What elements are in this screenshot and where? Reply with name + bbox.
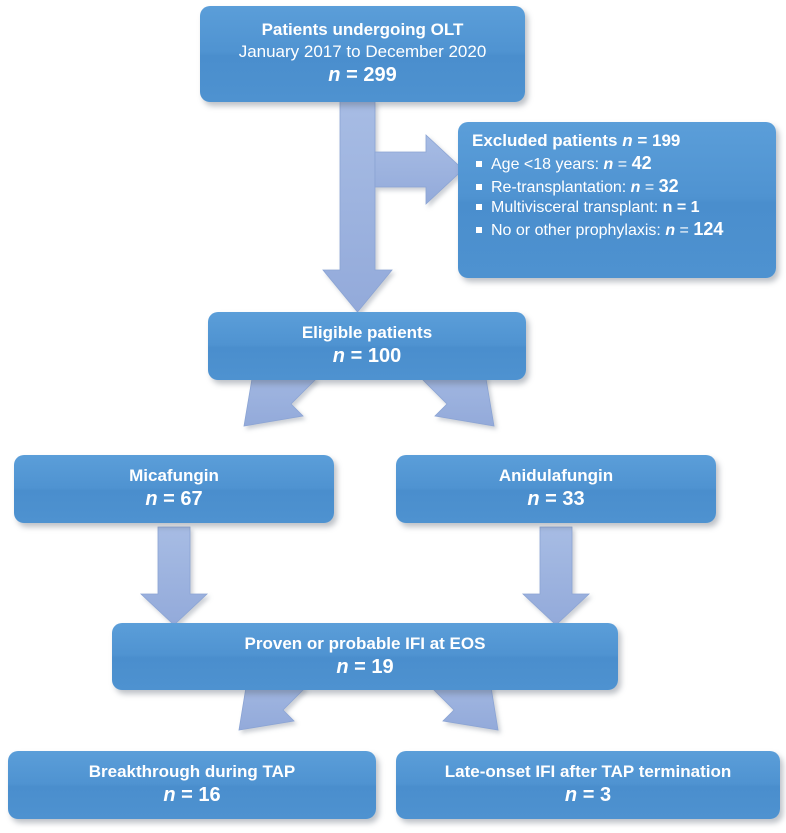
excluded-item-3-n: n <box>665 222 676 239</box>
list-item: Age <18 years: n = 42 <box>472 153 764 174</box>
node-breakthrough[interactable]: Breakthrough during TAP n = 16 <box>8 751 376 819</box>
excluded-item-3-equals: = <box>679 222 689 239</box>
list-item: No or other prophylaxis: n = 124 <box>472 219 764 240</box>
node-excluded-heading-equals: = <box>637 131 648 150</box>
node-micafungin-equals: = <box>163 488 175 511</box>
node-enrollment-count: n = 299 <box>200 63 525 89</box>
square-bullet-icon <box>476 227 482 233</box>
node-breakthrough-n-symbol: n <box>163 784 176 807</box>
list-item: Multivisceral transplant: n = 1 <box>472 199 764 217</box>
node-enrollment-n-value: 299 <box>363 63 397 86</box>
node-eligible-equals: = <box>350 345 363 368</box>
excluded-item-1-label: Re-transplantation: <box>491 179 627 196</box>
excluded-item-1-value: 32 <box>658 176 679 196</box>
node-eligible-n-value: 100 <box>367 345 402 368</box>
node-breakthrough-n-value: 16 <box>198 784 221 807</box>
node-ifi-n-value: 19 <box>371 655 394 678</box>
node-excluded-heading-value: 199 <box>652 131 681 150</box>
excluded-item-2-value: 1 <box>690 199 700 216</box>
node-late-onset-n-value: 3 <box>599 784 612 807</box>
node-excluded-heading-n: n <box>622 131 633 150</box>
node-breakthrough-equals: = <box>181 784 193 807</box>
excluded-item-0-label: Age <18 years: <box>491 156 600 173</box>
node-anidulafungin-line1: Anidulafungin <box>498 466 614 486</box>
node-ifi[interactable]: Proven or probable IFI at EOS n = 19 <box>112 623 618 690</box>
excluded-item-0-value: 42 <box>631 153 652 173</box>
node-anidulafungin-n-symbol: n <box>527 488 540 511</box>
node-ifi-count: n = 19 <box>112 655 618 681</box>
node-excluded-heading-text: Excluded patients <box>472 131 618 150</box>
square-bullet-icon <box>476 204 482 210</box>
node-enrollment-equals: = <box>346 63 358 86</box>
node-enrollment-line1: Patients undergoing OLT <box>261 20 464 40</box>
node-micafungin-n-symbol: n <box>145 488 158 511</box>
node-ifi-equals: = <box>354 655 366 678</box>
node-enrollment-n-symbol: n <box>328 63 341 86</box>
node-breakthrough-count: n = 16 <box>8 783 376 809</box>
node-anidulafungin-count: n = 33 <box>396 487 716 513</box>
node-late-onset-n-symbol: n <box>564 784 578 807</box>
arrow-enrollment-to-eligible <box>322 100 393 313</box>
arrow-enrollment-to-excluded <box>374 134 464 205</box>
node-eligible-n-symbol: n <box>332 345 346 368</box>
excluded-item-3-label: No or other prophylaxis: <box>491 222 661 239</box>
node-enrollment[interactable]: Patients undergoing OLT January 2017 to … <box>200 6 525 102</box>
node-excluded-heading: Excluded patients n = 199 <box>472 131 764 151</box>
node-micafungin[interactable]: Micafungin n = 67 <box>14 455 334 523</box>
node-micafungin-n-value: 67 <box>180 488 203 511</box>
excluded-item-1-n: n <box>630 179 641 196</box>
excluded-item-0-n: n <box>603 156 614 173</box>
excluded-item-1-equals: = <box>644 179 655 196</box>
excluded-item-2-label: Multivisceral transplant: <box>491 199 659 216</box>
arrow-anidulafungin-to-ifi <box>521 526 591 626</box>
node-ifi-line1: Proven or probable IFI at EOS <box>244 633 486 653</box>
excluded-item-2-n: n <box>662 199 673 216</box>
square-bullet-icon <box>476 184 482 190</box>
node-micafungin-count: n = 67 <box>14 487 334 513</box>
excluded-item-0-equals: = <box>617 156 628 173</box>
node-eligible[interactable]: Eligible patients n = 100 <box>208 312 526 380</box>
node-late-onset-count: n = 3 <box>396 783 780 809</box>
square-bullet-icon <box>476 161 482 167</box>
node-late-onset[interactable]: Late-onset IFI after TAP termination n =… <box>396 751 780 819</box>
node-anidulafungin-n-value: 33 <box>562 488 585 511</box>
node-excluded[interactable]: Excluded patients n = 199 Age <18 years:… <box>458 122 776 278</box>
node-ifi-n-symbol: n <box>336 655 349 678</box>
node-enrollment-line2: January 2017 to December 2020 <box>238 42 487 62</box>
arrow-micafungin-to-ifi <box>139 526 209 626</box>
node-anidulafungin[interactable]: Anidulafungin n = 33 <box>396 455 716 523</box>
node-breakthrough-line1: Breakthrough during TAP <box>88 762 296 782</box>
node-late-onset-equals: = <box>582 784 595 807</box>
excluded-item-3-value: 124 <box>693 219 724 239</box>
node-eligible-line1: Eligible patients <box>301 323 433 343</box>
node-late-onset-line1: Late-onset IFI after TAP termination <box>444 762 732 782</box>
list-item: Re-transplantation: n = 32 <box>472 176 764 197</box>
node-micafungin-line1: Micafungin <box>129 466 219 486</box>
node-excluded-list: Age <18 years: n = 42 Re-transplantation… <box>472 153 764 240</box>
node-anidulafungin-equals: = <box>545 488 557 511</box>
node-eligible-count: n = 100 <box>208 344 526 370</box>
excluded-item-2-equals: = <box>676 199 687 216</box>
